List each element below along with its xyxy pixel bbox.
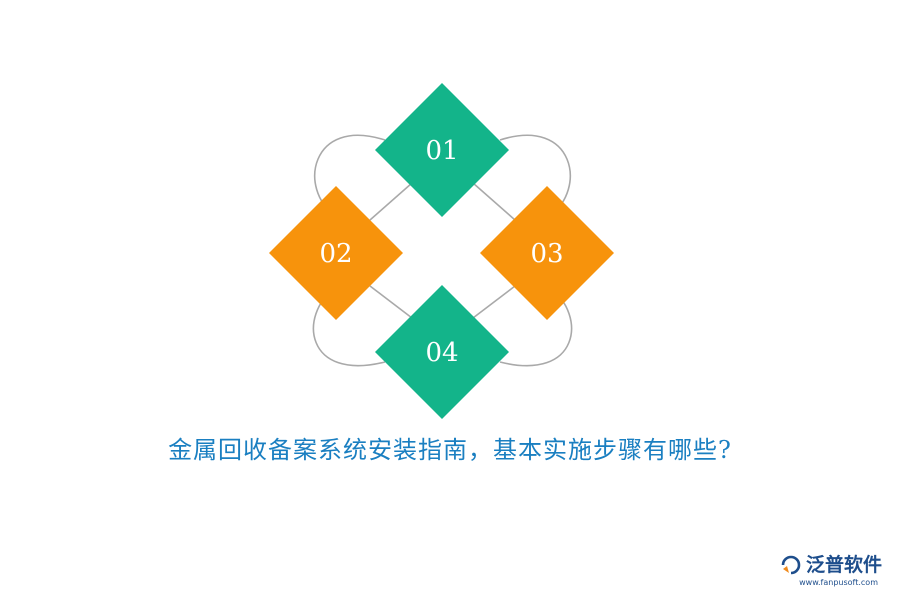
fanpu-logo-icon [781,555,801,575]
ring-inner-left-top [369,182,413,221]
step-number-label: 04 [425,338,458,368]
step-diamond-04: 04 [375,285,509,419]
step-diamond-02: 02 [269,186,403,320]
step-diamond-shape [480,186,614,320]
brand-name: 泛普软件 [805,553,882,576]
brand-url: www.fanpusoft.com [799,578,878,587]
step-number-label: 01 [425,136,458,166]
brand-logo: 泛普软件 [780,554,882,576]
page-title: 金属回收备案系统安装指南，基本实施步骤有哪些? [168,436,732,464]
step-diamonds: 01 02 03 04 [269,83,614,419]
step-diamond-shape [269,186,403,320]
ring-inner-right-bottom [472,285,516,319]
step-diamond-shape [375,83,509,217]
step-number-label: 02 [319,239,352,269]
step-number-label: 03 [530,239,563,269]
ring-inner-left-bottom [369,285,413,319]
ring-inner-right-top [472,182,516,221]
step-diamond-01: 01 [375,83,509,217]
step-diamond-shape [375,285,509,419]
step-diamond-03: 03 [480,186,614,320]
